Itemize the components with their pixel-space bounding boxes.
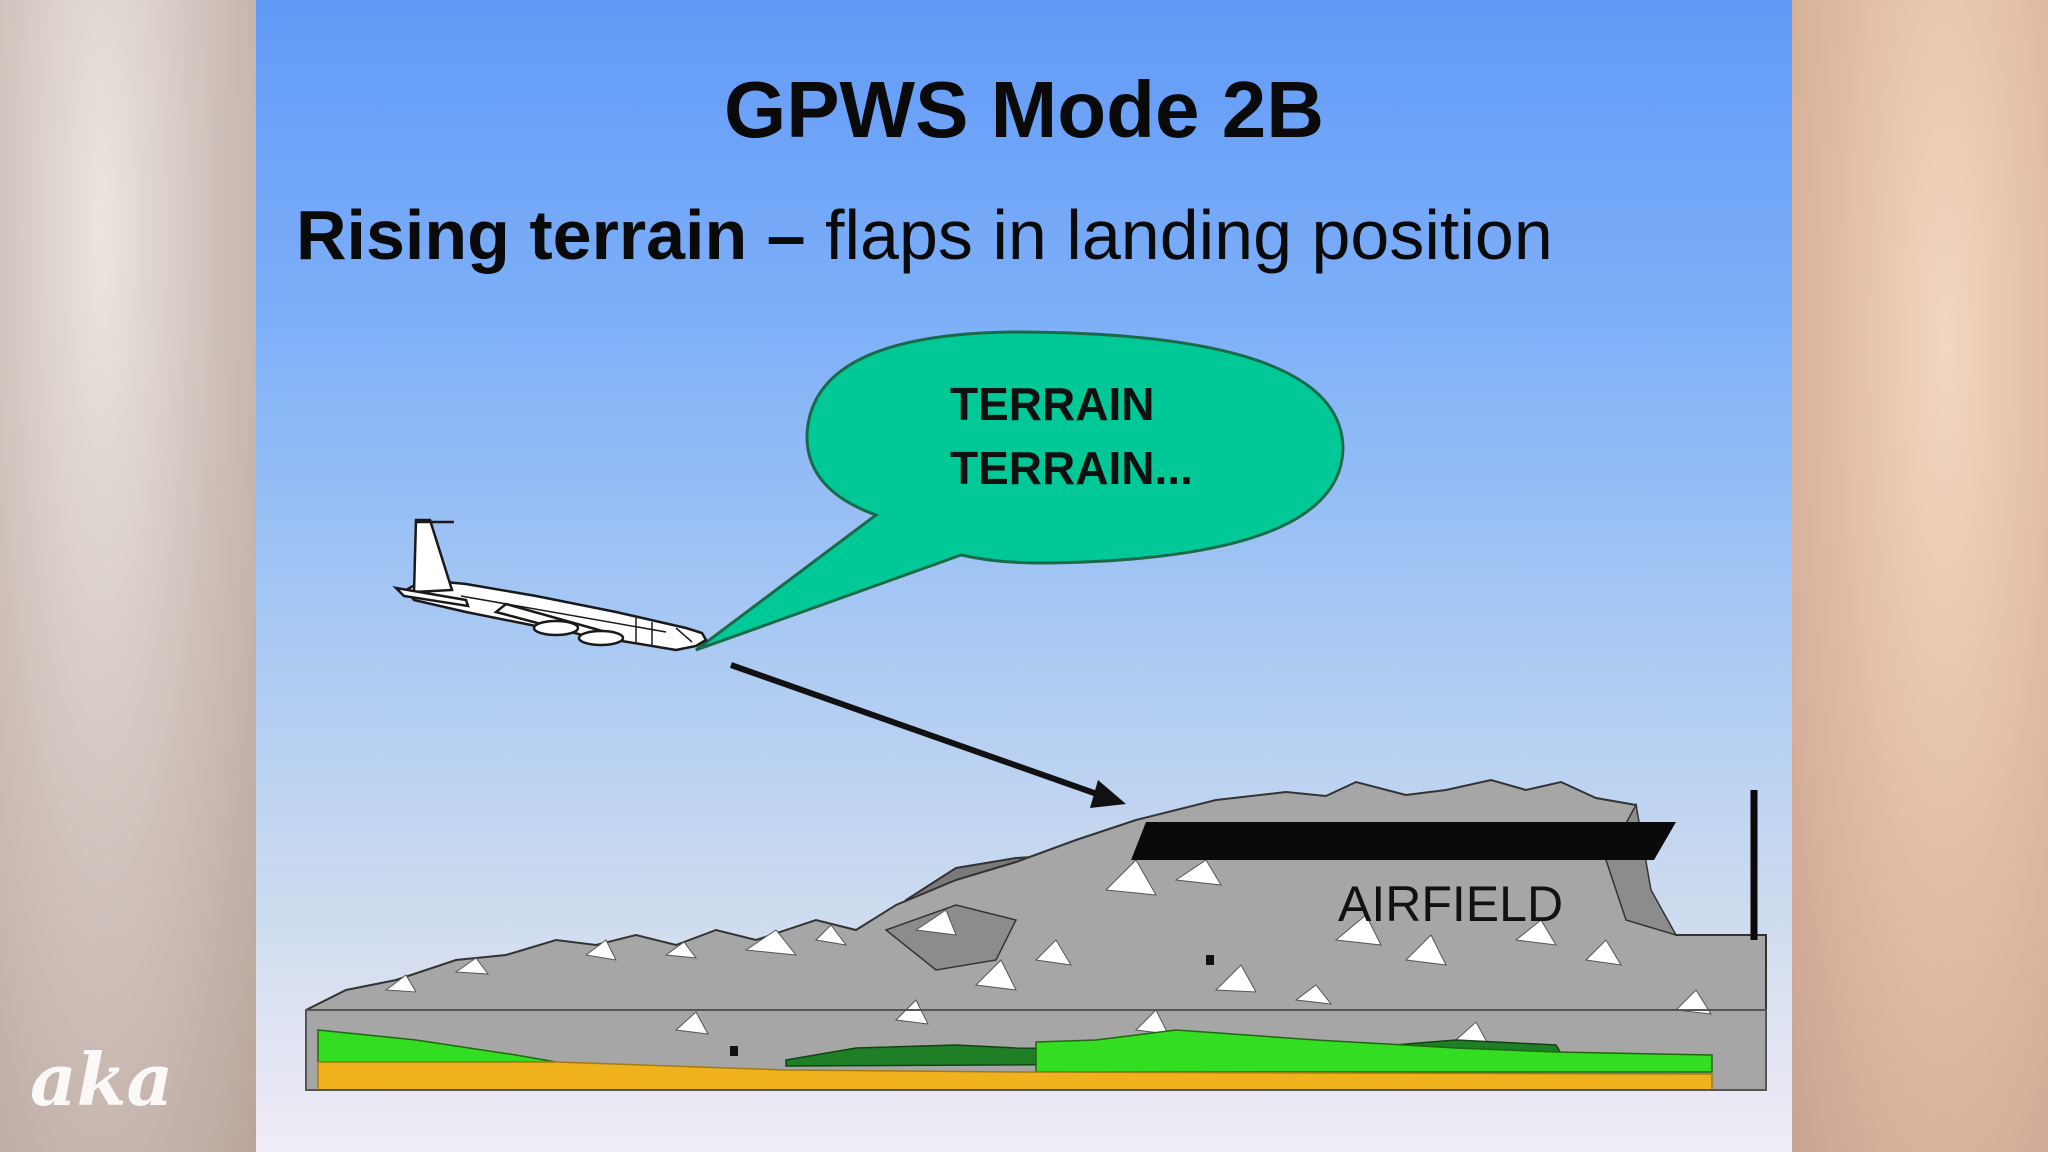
watermark-logo: aka xyxy=(30,1040,174,1120)
slide-subtitle: Rising terrain – flaps in landing positi… xyxy=(296,192,1776,278)
aircraft-icon xyxy=(392,518,708,652)
callout-line-1: TERRAIN xyxy=(950,378,1155,430)
subtitle-bold: Rising terrain – xyxy=(296,196,806,274)
airfield-runway xyxy=(1131,822,1676,860)
diagram xyxy=(305,330,1767,1091)
airfield-label: AIRFIELD xyxy=(1338,876,1564,932)
subtitle-rest: flaps in landing position xyxy=(805,196,1553,274)
slide-title: GPWS Mode 2B xyxy=(723,65,1325,154)
callout-line-2: TERRAIN... xyxy=(950,442,1193,494)
callout-bubble xyxy=(695,330,1345,652)
slide: GPWS Mode 2B Rising terrain – flaps in l… xyxy=(256,0,1792,1152)
callout-text: TERRAIN TERRAIN... xyxy=(950,372,1310,500)
background-right-panel xyxy=(1792,0,2048,1152)
descent-arrow xyxy=(730,662,1126,808)
background-left-panel xyxy=(0,0,256,1152)
